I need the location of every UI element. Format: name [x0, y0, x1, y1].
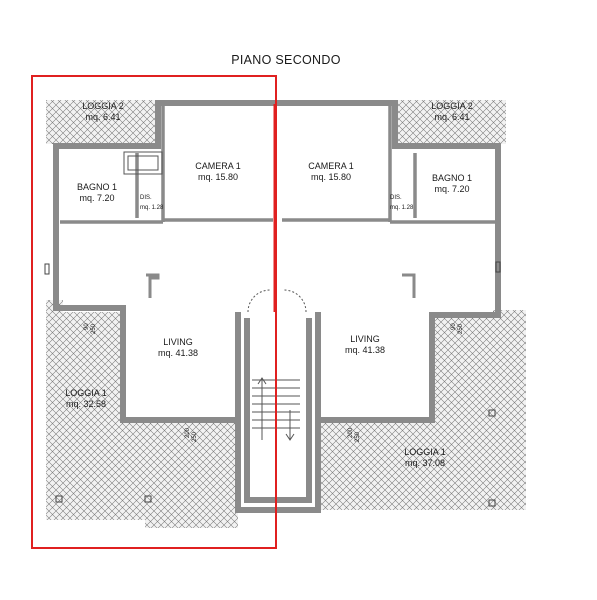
right-loggia-1-name: LOGGIA 1: [404, 447, 446, 457]
window-b-height: 250: [458, 323, 464, 334]
window-a-width: 90: [84, 323, 90, 330]
right-loggia-1-area: mq. 37.08: [405, 458, 445, 468]
door-right-width: 200: [348, 427, 354, 438]
terraces: [46, 100, 526, 528]
door-left-width: 200: [185, 427, 191, 438]
right-loggia-2-name: LOGGIA 2: [431, 101, 473, 111]
right-loggia-2-terrace: [393, 100, 506, 144]
window-b-width: 90: [451, 323, 457, 330]
right-camera-name: CAMERA 1: [308, 161, 354, 171]
right-living-area: mq. 41.38: [345, 345, 385, 355]
left-dis-name: DIS.: [140, 195, 152, 201]
terrace-columns: [44, 261, 501, 507]
right-bagno-name: BAGNO 1: [432, 173, 472, 183]
left-living-area: mq. 41.38: [158, 348, 198, 358]
right-dis-name: DIS.: [390, 195, 402, 201]
door-right-height: 250: [355, 431, 361, 442]
right-loggia-1-terrace: [315, 310, 526, 510]
bathtub-left: [123, 151, 163, 175]
plan-title: PIANO SECONDO: [231, 53, 340, 67]
right-dis-area: mq. 1.28: [390, 205, 414, 211]
right-loggia-2-area: mq. 6.41: [434, 112, 469, 122]
window-a-height: 250: [91, 323, 97, 334]
left-loggia-2-area: mq. 6.41: [85, 112, 120, 122]
left-camera-area: mq. 15.80: [198, 172, 238, 182]
left-camera-name: CAMERA 1: [195, 161, 241, 171]
left-living-name: LIVING: [163, 337, 193, 347]
highlighted-unit-outline: [31, 75, 277, 549]
right-bagno-area: mq. 7.20: [434, 184, 469, 194]
left-loggia-1-terrace: [46, 300, 238, 528]
left-loggia-2-terrace: [46, 100, 158, 144]
door-left-height: 250: [192, 431, 198, 442]
left-loggia-2-name: LOGGIA 2: [82, 101, 124, 111]
right-camera-area: mq. 15.80: [311, 172, 351, 182]
left-dis-area: mq. 1.28: [140, 205, 164, 211]
left-loggia-1-area: mq. 32.58: [66, 399, 106, 409]
inner-walls: [60, 106, 495, 224]
left-bagno-name: BAGNO 1: [77, 182, 117, 192]
right-living-name: LIVING: [350, 334, 380, 344]
left-loggia-1-name: LOGGIA 1: [65, 388, 107, 398]
left-bagno-area: mq. 7.20: [79, 193, 114, 203]
